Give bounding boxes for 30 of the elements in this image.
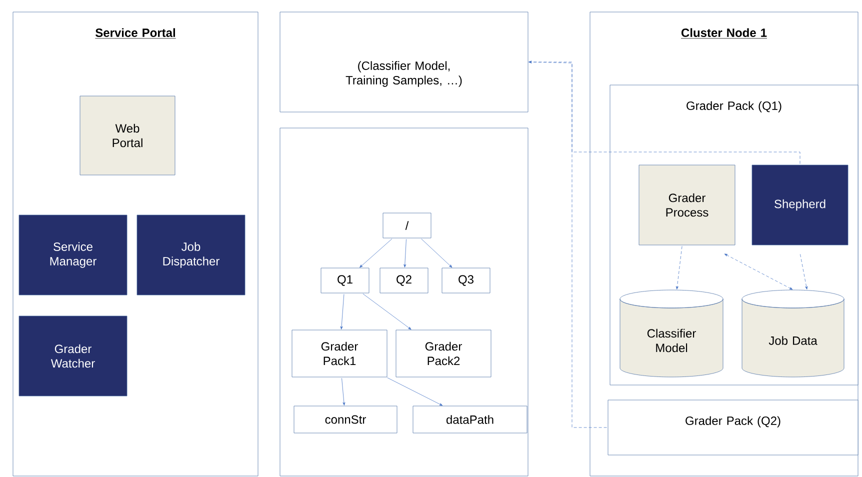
arrow [360,238,392,268]
database-cylinder: Job Data [742,290,844,378]
group-box: Grader Pack (Q2) [608,400,858,456]
box: Grader Pack2 [396,330,492,378]
component-box: Web Portal [80,96,176,176]
box: Q2 [380,268,428,294]
arrow [724,254,793,290]
component-box: Service Manager [18,214,128,296]
arrow [340,294,344,330]
box: / [382,212,432,238]
arrow [421,238,452,268]
box: (Classifier Model, Training Samples, …) [280,12,528,112]
arrow [528,60,607,428]
arrow [528,60,800,164]
arrow [342,378,346,406]
component-box: Shepherd [752,164,848,246]
arrow [362,294,412,330]
component-box: Grader Process [638,164,736,246]
arrow [404,239,406,268]
component-box: Grader Watcher [18,316,128,396]
arrow [387,377,443,406]
arrow [676,246,682,290]
box: Grader Pack1 [292,330,388,378]
component-box: Job Dispatcher [136,214,246,296]
database-cylinder: Classifier Model [620,290,724,378]
box: connStr [294,406,398,434]
box: dataPath [412,406,528,434]
box: Q1 [320,268,370,294]
arrow [800,254,808,290]
box: Q3 [442,268,490,294]
